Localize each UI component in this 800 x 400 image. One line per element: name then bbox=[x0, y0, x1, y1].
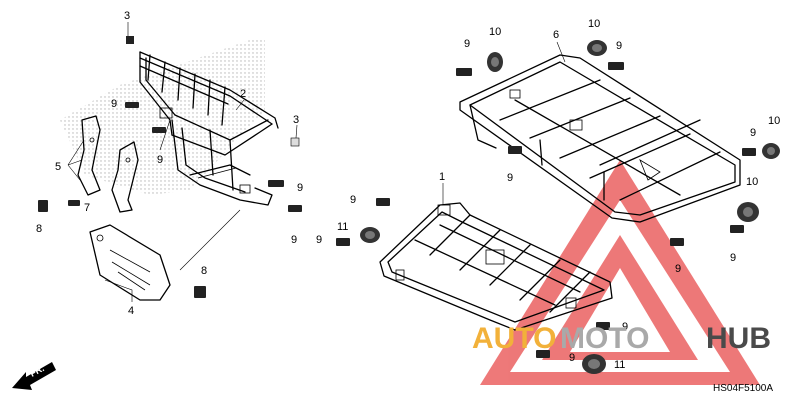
front-direction-arrow: FR. bbox=[12, 362, 56, 390]
background-dotted-area bbox=[60, 40, 265, 195]
bolts bbox=[38, 62, 756, 358]
diagram-code: HS04F5100A bbox=[713, 383, 773, 394]
rubber-caps bbox=[360, 40, 780, 374]
callout-1: 1 bbox=[439, 171, 445, 183]
lower-carrier-rack bbox=[379, 202, 613, 331]
callout-10-right: 10 bbox=[768, 115, 780, 127]
callout-11-right: 11 bbox=[614, 359, 625, 371]
callout-9-rear-center: 9 bbox=[675, 263, 681, 275]
watermark-hub: HUB bbox=[706, 322, 771, 355]
front-rack-stays bbox=[77, 115, 139, 213]
callout-4: 4 bbox=[128, 305, 134, 317]
callout-9-rear-lower: 9 bbox=[730, 252, 736, 264]
callout-9-lower-bottom: 9 bbox=[569, 352, 575, 364]
leader-lines bbox=[67, 22, 566, 302]
watermark-text: AUTO MOTO HUB bbox=[472, 322, 771, 355]
callout-3-right: 3 bbox=[293, 114, 299, 126]
callout-10-lower-right: 10 bbox=[746, 176, 758, 188]
callout-9-rear-top: 9 bbox=[616, 40, 622, 52]
callout-labels: 3 2 3 9 9 9 9 5 7 8 8 4 6 10 10 10 10 9 … bbox=[36, 10, 780, 371]
callout-8-lower: 8 bbox=[201, 265, 207, 277]
callout-9-front-lower: 9 bbox=[291, 234, 297, 246]
callout-9-lower-top: 9 bbox=[350, 194, 356, 206]
callout-7: 7 bbox=[84, 202, 90, 214]
front-skid-plate bbox=[89, 224, 171, 301]
callout-2: 2 bbox=[240, 88, 246, 100]
callout-5: 5 bbox=[55, 161, 61, 173]
callout-9-rear-right: 9 bbox=[750, 127, 756, 139]
callout-6: 6 bbox=[553, 29, 559, 41]
callout-9-front-upper: 9 bbox=[111, 98, 117, 110]
callout-9-lower-right: 9 bbox=[622, 321, 628, 333]
callout-3-top: 3 bbox=[124, 10, 130, 22]
callout-10-top-left: 10 bbox=[489, 26, 501, 38]
callout-9-rear-left: 9 bbox=[464, 38, 470, 50]
callout-11-left: 11 bbox=[337, 221, 348, 233]
callout-9-rear-mid: 9 bbox=[507, 172, 513, 184]
callout-9-front-mid: 9 bbox=[157, 154, 163, 166]
callout-9-lower-left: 9 bbox=[316, 234, 322, 246]
callout-9-front-right: 9 bbox=[297, 182, 303, 194]
front-carrier-rack bbox=[126, 36, 300, 206]
callout-10-top-right: 10 bbox=[588, 18, 600, 30]
callout-8-left: 8 bbox=[36, 223, 42, 235]
watermark-auto: AUTO bbox=[472, 322, 556, 355]
watermark-triangle bbox=[480, 160, 760, 385]
watermark-moto: MOTO bbox=[560, 322, 649, 355]
